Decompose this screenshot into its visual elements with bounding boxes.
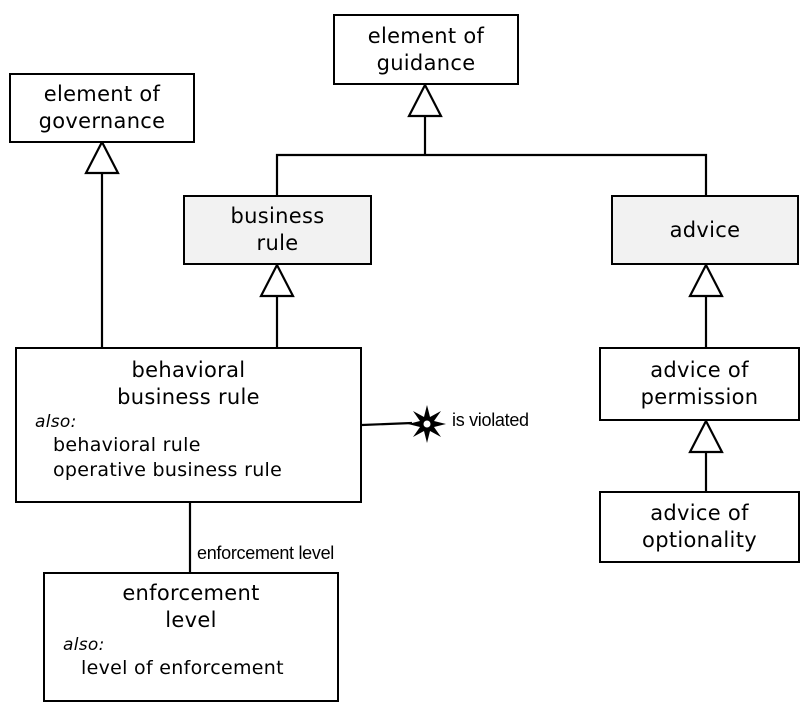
node-advice-of-optionality-line1: advice of <box>650 501 749 525</box>
event-star-icon <box>408 405 446 443</box>
node-behavioral-business-rule-line1: behavioral <box>131 358 246 382</box>
also-label: also: <box>63 635 105 655</box>
node-element-of-governance-line1: element of <box>43 82 161 106</box>
node-advice-of-permission-line1: advice of <box>650 358 749 382</box>
node-element-of-guidance: element of guidance <box>333 14 519 85</box>
generalization-line-advice <box>425 153 708 195</box>
generalization-arrow-business-rule <box>259 262 295 298</box>
node-advice-of-permission: advice of permission <box>599 347 800 421</box>
node-enforcement-level-line2: level <box>165 608 217 632</box>
generalization-arrow-governance <box>84 139 120 175</box>
label-enforcement-level-role: enforcement level <box>197 543 334 563</box>
node-business-rule-line2: rule <box>256 231 299 255</box>
node-behavioral-business-rule-line2: business rule <box>117 385 260 409</box>
generalization-arrow-permission <box>688 418 724 454</box>
node-enforcement-level-line1: enforcement <box>122 581 260 605</box>
node-element-of-guidance-line2: guidance <box>376 50 476 75</box>
node-behavioral-business-rule: behavioral business rule also: behaviora… <box>15 347 362 503</box>
label-is-violated: is violated <box>452 410 529 430</box>
node-advice-label: advice <box>669 217 741 242</box>
synonym: behavioral rule <box>53 434 201 456</box>
generalization-arrow-advice <box>688 262 724 298</box>
node-element-of-governance-line2: governance <box>38 109 166 133</box>
synonym: level of enforcement <box>81 657 284 679</box>
node-advice-of-permission-line2: permission <box>640 385 759 409</box>
synonym: operative business rule <box>53 459 283 481</box>
also-label: also: <box>35 412 77 432</box>
node-advice-of-optionality: advice of optionality <box>599 491 800 563</box>
node-enforcement-level: enforcement level also: level of enforce… <box>43 572 339 702</box>
node-advice-of-optionality-line2: optionality <box>642 528 757 552</box>
generalization-arrow-guidance <box>407 82 443 118</box>
node-business-rule: business rule <box>183 195 372 265</box>
association-line-is-violated <box>361 421 413 427</box>
generalization-line-business-rule <box>275 153 425 195</box>
node-element-of-guidance-line1: element of <box>367 23 485 48</box>
node-element-of-governance: element of governance <box>9 73 195 143</box>
node-advice: advice <box>611 195 799 265</box>
node-business-rule-line1: business <box>230 204 325 228</box>
